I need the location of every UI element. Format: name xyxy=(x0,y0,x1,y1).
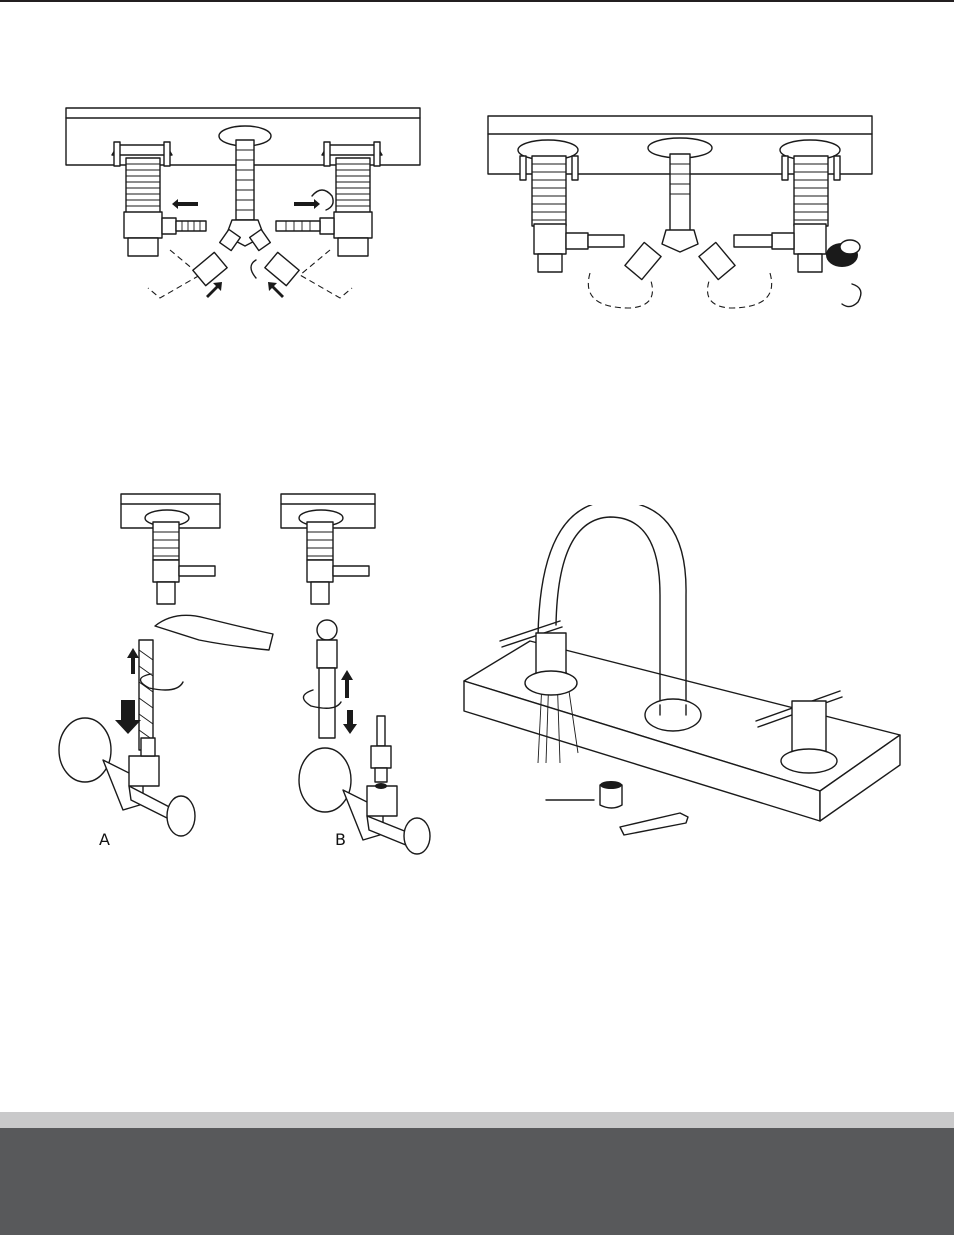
supply-line-connection-diagram: A B xyxy=(55,490,435,860)
label-a: A xyxy=(99,830,110,849)
widespread-faucet-aerator-diagram xyxy=(460,505,910,845)
label-b: B xyxy=(335,830,346,849)
footer-band-dark xyxy=(0,1128,954,1235)
y-connector-assembly-diagram xyxy=(60,100,430,315)
footer-band-light xyxy=(0,1112,954,1128)
header-rule xyxy=(0,0,954,2)
y-connector-installed-diagram xyxy=(480,108,880,318)
